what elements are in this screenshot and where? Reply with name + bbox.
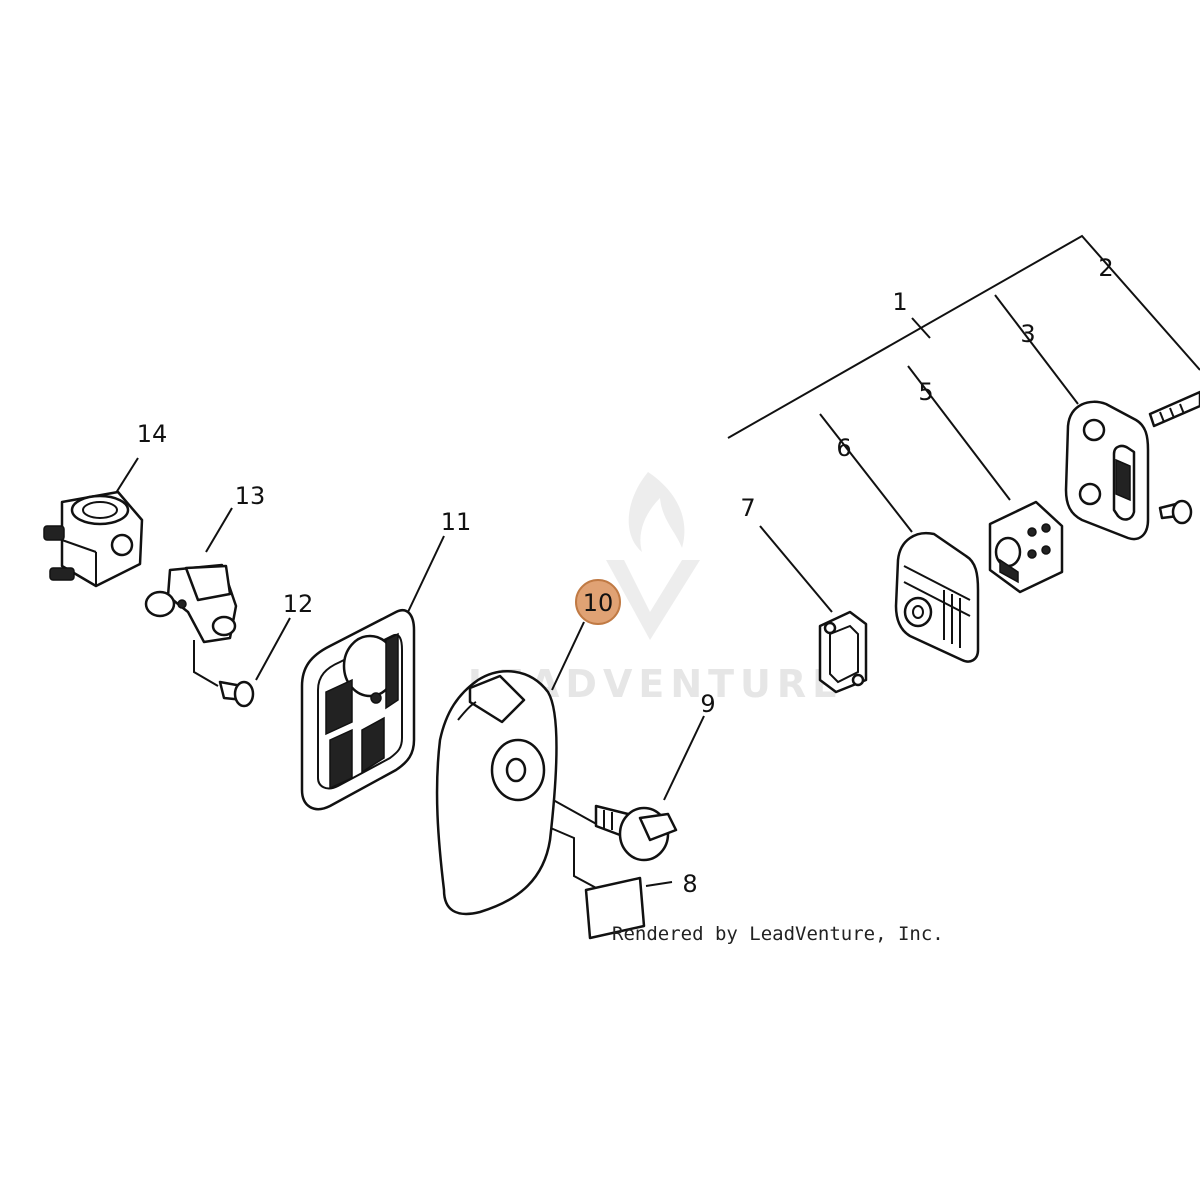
callout-11[interactable]: 11: [441, 508, 472, 536]
part-long-bolt: [1148, 390, 1200, 428]
part-bolt: [218, 680, 255, 708]
callout-6[interactable]: 6: [836, 434, 851, 462]
credit-text: Rendered by LeadVenture, Inc.: [612, 923, 944, 945]
part-intake-bracket: [144, 563, 238, 644]
part-air-filter: [300, 609, 416, 811]
part-screw: [1158, 499, 1193, 525]
callout-8[interactable]: 8: [682, 870, 697, 898]
callout-12[interactable]: 12: [283, 590, 314, 618]
callout-3[interactable]: 3: [1020, 320, 1035, 348]
part-air-filter-cover: [435, 670, 558, 916]
callout-14[interactable]: 14: [137, 420, 168, 448]
callout-10[interactable]: 10: [583, 589, 614, 617]
callout-7[interactable]: 7: [740, 494, 755, 522]
callout-9[interactable]: 9: [700, 690, 715, 718]
callout-5[interactable]: 5: [918, 378, 933, 406]
part-carburetor: [43, 490, 144, 588]
part-muffler-cover: [1064, 400, 1150, 541]
callout-2[interactable]: 2: [1098, 254, 1113, 282]
callout-numbers: 1 2 3 5 6 7 14 13 12 11 10 9 8: [137, 254, 1114, 898]
callout-13[interactable]: 13: [235, 482, 266, 510]
part-label: [584, 876, 646, 940]
part-muffler: [894, 531, 980, 663]
watermark-flame-icon: [606, 472, 700, 640]
part-knob: [594, 804, 678, 862]
part-heat-deflector: [988, 500, 1064, 594]
leader-lines: [103, 234, 1200, 891]
callout-1[interactable]: 1: [892, 288, 907, 316]
callout-10-highlight[interactable]: [575, 579, 621, 625]
part-gasket: [818, 610, 868, 694]
watermark: LEADVENTURE: [468, 472, 838, 706]
